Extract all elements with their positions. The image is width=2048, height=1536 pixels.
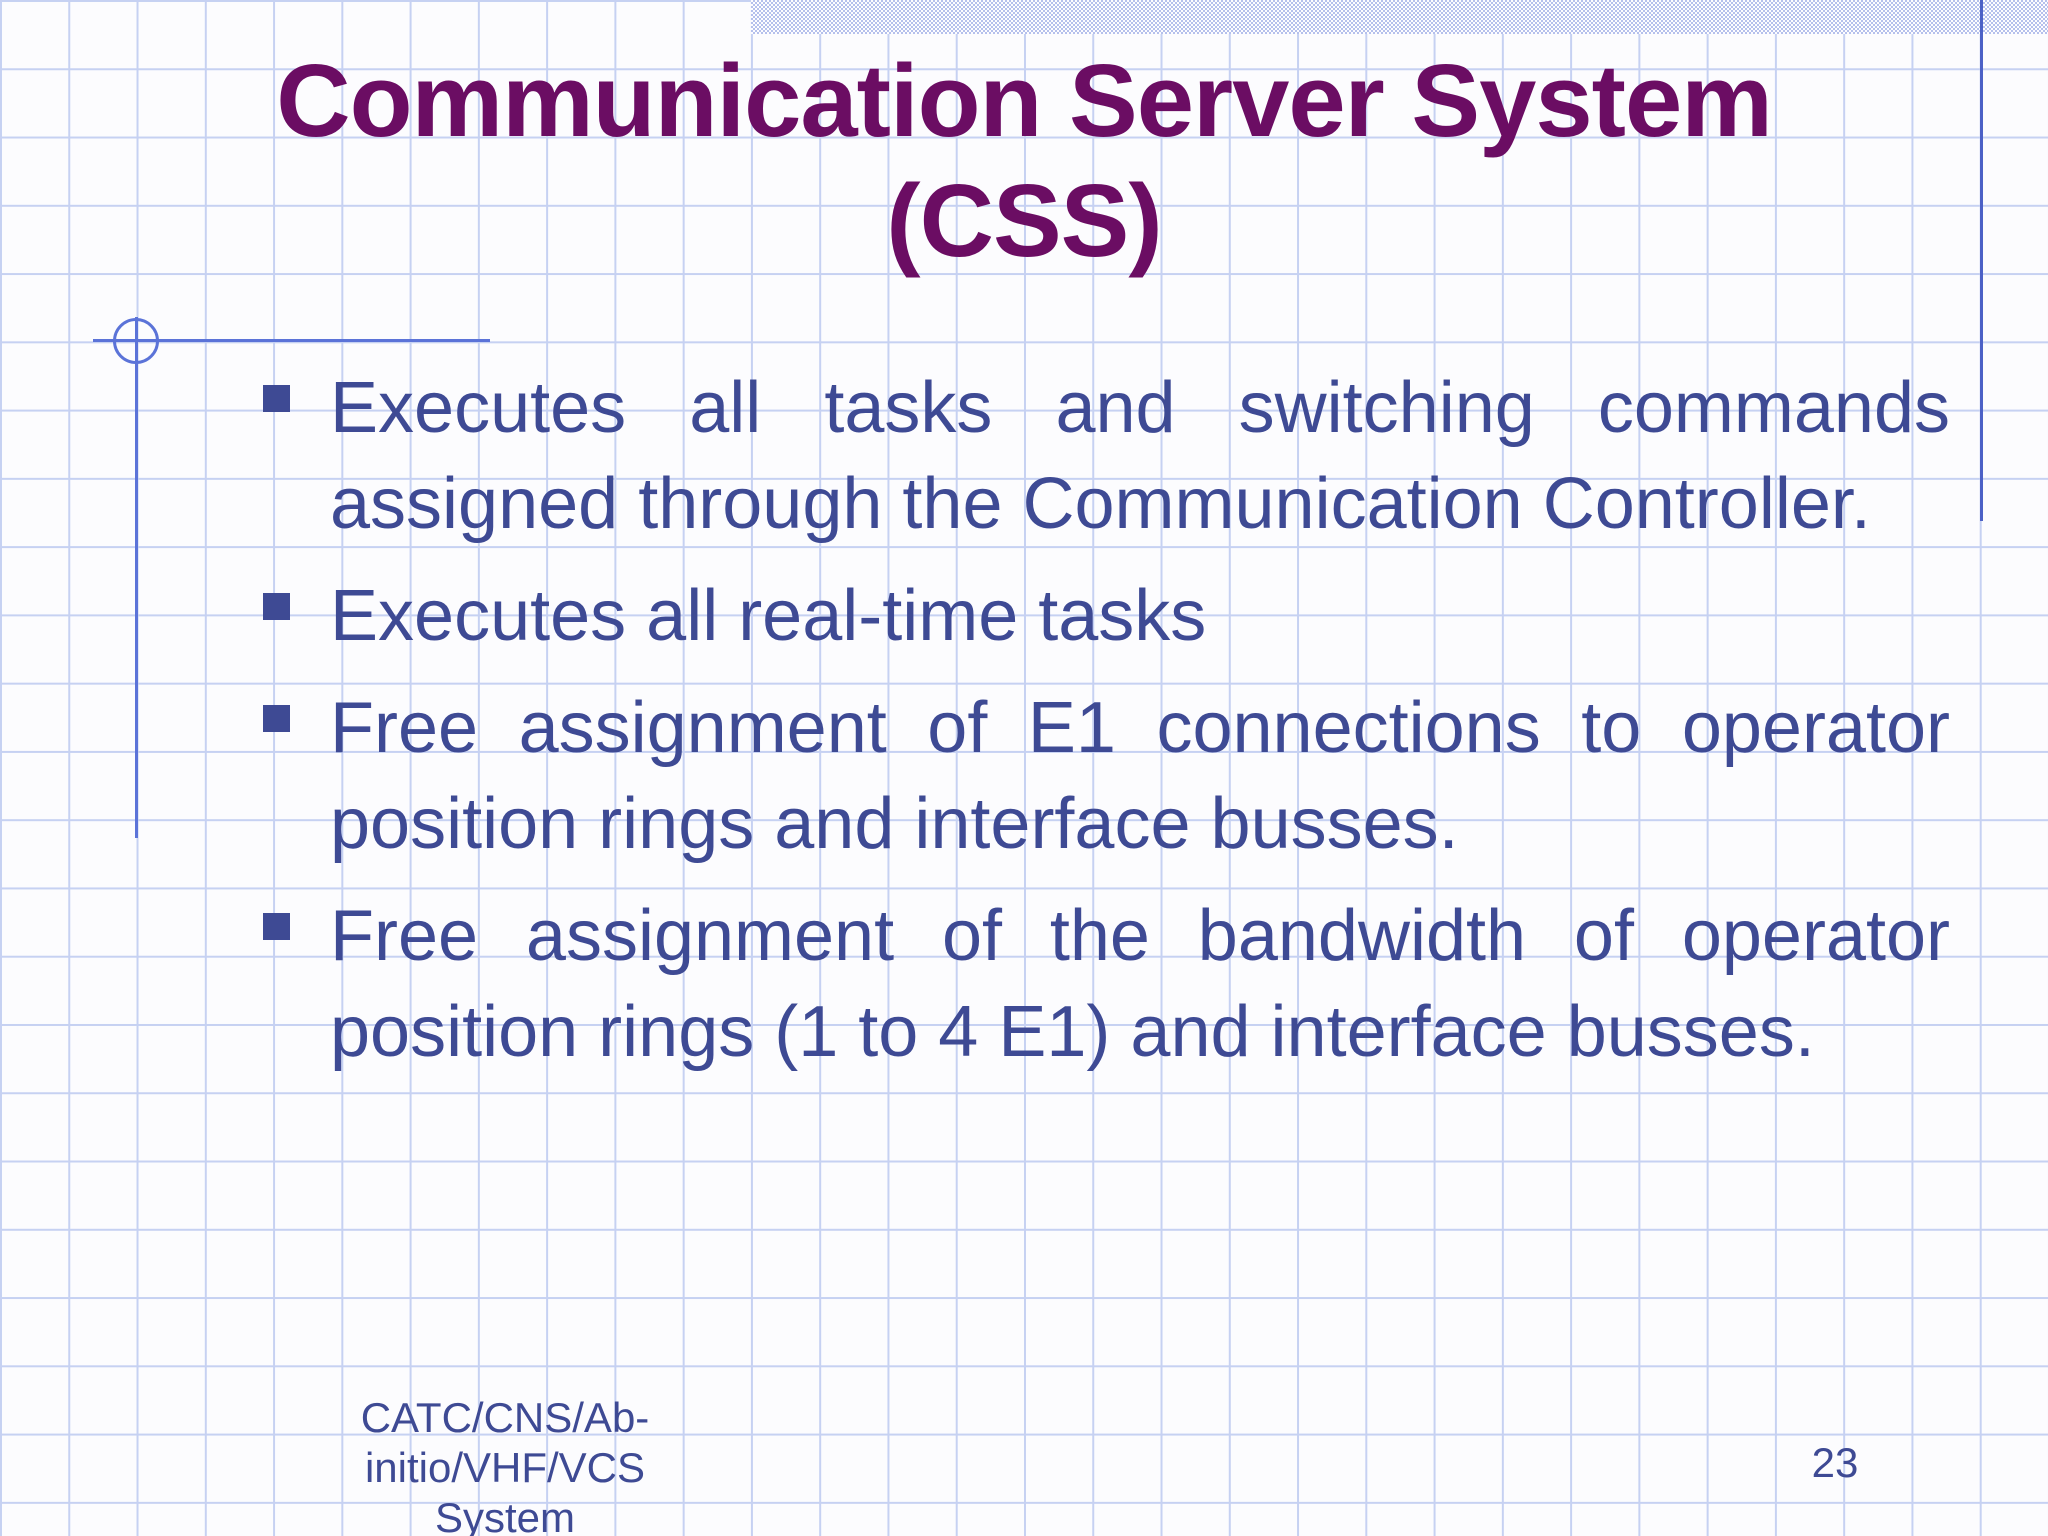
- bullet-square-icon: [263, 593, 290, 620]
- decor-circle-icon: [113, 318, 159, 364]
- hatched-top-strip: [751, 0, 2048, 34]
- bullet-square-icon: [263, 913, 290, 940]
- bullet-item-4: Free assignment of the bandwidth of oper…: [263, 888, 1950, 1080]
- footer-text: CATC/CNS/Ab-initio/VHF/VCS System: [225, 1393, 785, 1536]
- bullet-item-3: Free assignment of E1 connections to ope…: [263, 680, 1950, 872]
- bullet-text-4: Free assignment of the bandwidth of oper…: [330, 896, 1950, 1072]
- decor-horizontal-line: [93, 339, 490, 342]
- decor-vertical-line: [135, 317, 138, 838]
- slide-title: Communication Server System (CSS): [86, 41, 1962, 281]
- slide-title-line2: (CSS): [886, 163, 1162, 278]
- bullet-text-1: Executes all tasks and switching command…: [330, 368, 1950, 544]
- bullet-square-icon: [263, 705, 290, 732]
- page-number: 23: [1811, 1439, 1859, 1486]
- bullet-list: Executes all tasks and switching command…: [263, 360, 1950, 1080]
- bullet-item-2: Executes all real-time tasks: [263, 568, 1950, 664]
- footer-line1: CATC/CNS/Ab-initio/VHF/VCS: [360, 1394, 650, 1491]
- slide-title-line1: Communication Server System: [276, 43, 1773, 158]
- bullet-text-2: Executes all real-time tasks: [330, 576, 1207, 656]
- bullet-text-3: Free assignment of E1 connections to ope…: [330, 688, 1950, 864]
- decor-right-rule: [1980, 0, 1983, 521]
- bullet-item-1: Executes all tasks and switching command…: [263, 360, 1950, 552]
- footer-line2: System: [434, 1494, 576, 1536]
- bullet-square-icon: [263, 385, 290, 412]
